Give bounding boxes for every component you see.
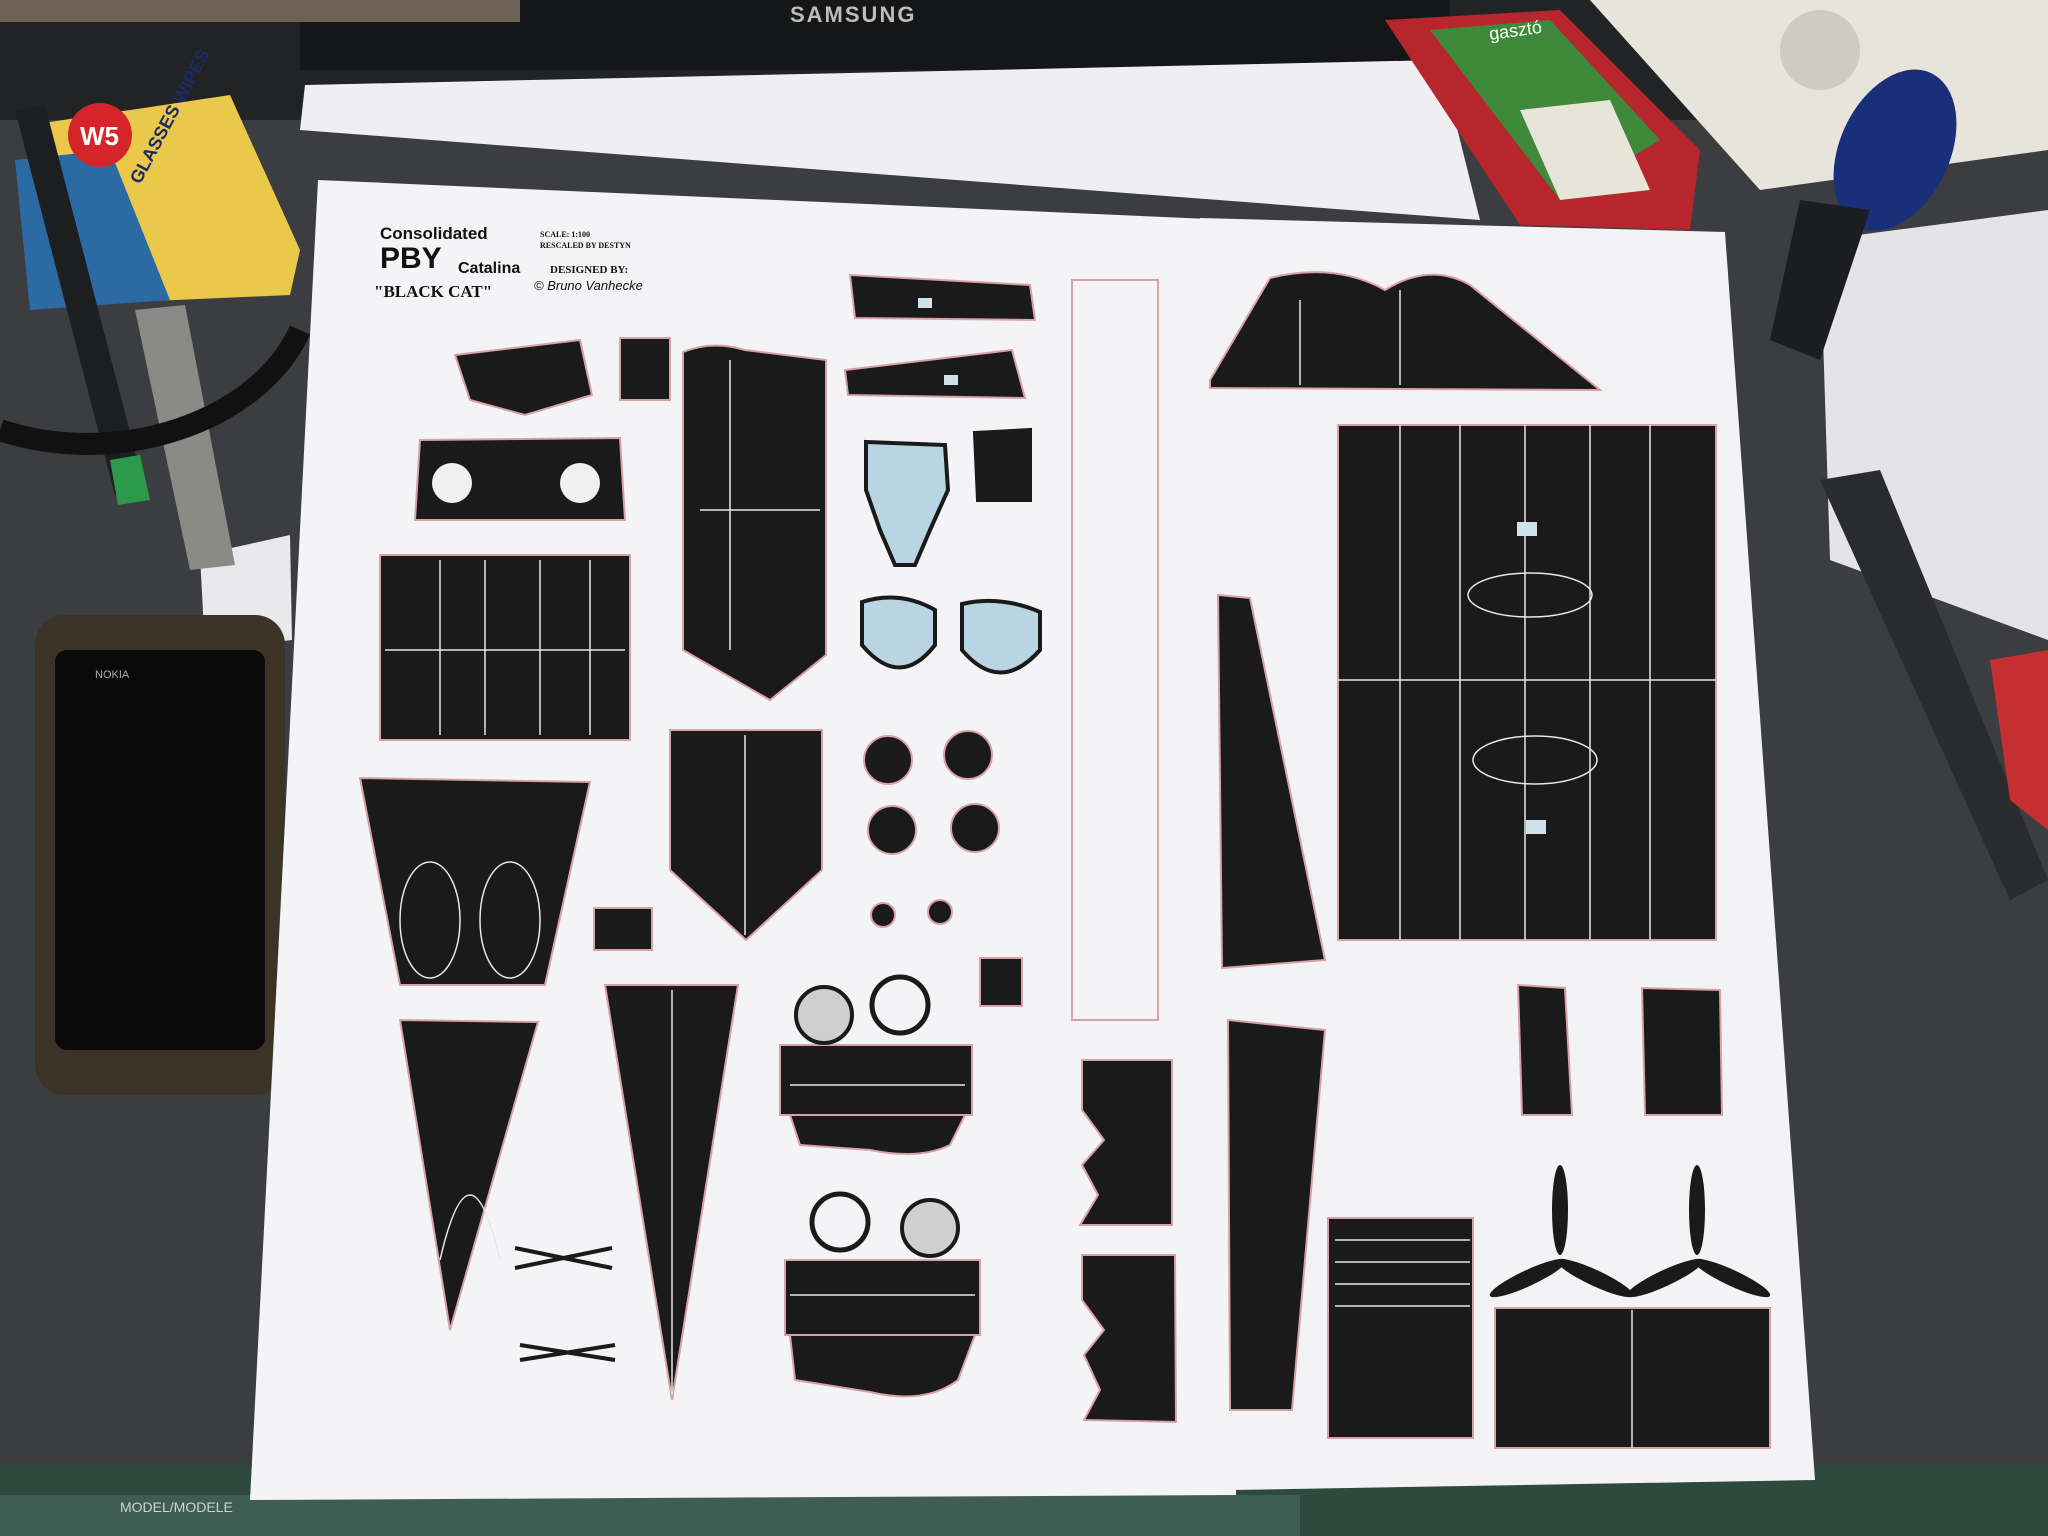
small-windows (918, 298, 1546, 834)
part-nacelle-1-cowl (788, 1114, 967, 1155)
prop-hub-1 (794, 985, 854, 1045)
part-turret-glass-2 (960, 598, 1042, 675)
ring-2 (809, 1191, 871, 1253)
red-object-right (1990, 650, 2048, 830)
wipes-logo: W5 (80, 121, 119, 151)
sheet-designer: © Bruno Vanhecke (534, 278, 643, 293)
prop-blade (1689, 1165, 1705, 1255)
part-wheel-1 (863, 735, 913, 785)
part-nacelle-1 (779, 1044, 973, 1116)
socket-hole (1780, 10, 1860, 90)
propellers (1489, 1165, 1771, 1298)
window (918, 298, 932, 308)
pen-green-cap (110, 455, 150, 505)
window (1517, 522, 1537, 536)
prop-blade (1552, 1165, 1568, 1255)
part-shield (669, 729, 823, 942)
phone-screen (55, 650, 265, 1050)
part-wheel-4 (950, 803, 1000, 853)
panel-ellipse (1472, 735, 1598, 785)
star-circle-2 (560, 463, 600, 503)
strut (519, 1343, 616, 1362)
part-nose-cap (453, 338, 594, 417)
mat-label: MODEL/MODELE (120, 1499, 233, 1515)
prop-blade (1489, 1258, 1567, 1298)
marker-pen (15, 105, 145, 495)
panel-curve (439, 1194, 501, 1261)
part-turret-glass-1 (860, 595, 937, 670)
part-small-tabs (593, 907, 653, 951)
monitor-brand: SAMSUNG (790, 2, 916, 27)
sheet-model-sub: Catalina (458, 260, 521, 277)
part-wing-center-top (1209, 271, 1603, 392)
part-prop-piece-2 (1640, 986, 1724, 1116)
panel-lines-right (1299, 290, 1716, 1448)
sheet-designed-by: DESIGNED BY: (550, 264, 629, 276)
part-wing-outer-2 (1226, 1018, 1327, 1411)
sheet-maker: Consolidated (380, 224, 488, 243)
black-cable (0, 325, 311, 455)
part-prop-piece-1 (1516, 983, 1574, 1116)
part-striped-block (1327, 1217, 1474, 1439)
part-fuselage-block (379, 554, 631, 741)
ring-1 (869, 974, 931, 1036)
panel-ellipse (1467, 572, 1593, 618)
part-wheel-3 (867, 805, 917, 855)
star-insignia (432, 463, 600, 503)
monitor-edge (0, 0, 520, 22)
part-tall-strip (1071, 279, 1159, 1021)
glass-parts (860, 427, 1042, 675)
prop-hub-2 (900, 1198, 960, 1258)
scissors (1820, 470, 2048, 900)
part-wing-outer-1 (1216, 593, 1327, 970)
panel-ellipse (399, 861, 461, 979)
part-small-glass (972, 427, 1032, 502)
strut (514, 1246, 613, 1270)
back-paper-strip (300, 60, 1480, 220)
part-canopy-top (848, 273, 1037, 322)
part-wing-panel (1337, 424, 1717, 941)
window (944, 375, 958, 385)
part-small-wheel-2 (927, 899, 953, 925)
star-circle-1 (432, 463, 472, 503)
strut-parts (514, 1246, 616, 1362)
prop-blade (1693, 1258, 1771, 1298)
prop-blade (1556, 1258, 1634, 1298)
part-wing-float (682, 344, 827, 702)
part-nacelle-2-cowl (788, 1334, 977, 1398)
part-wheel-2 (943, 730, 993, 780)
red-box-white-face (1520, 100, 1650, 200)
sheet-rescaled: RESCALED BY DESTYN (540, 241, 631, 250)
panel-lines-left (385, 360, 975, 1395)
part-small-strips (619, 337, 671, 401)
part-cockpit-glass (864, 439, 951, 567)
part-small-wheel-1 (870, 902, 896, 928)
panel-ellipse (479, 861, 541, 979)
part-nacelle-2 (784, 1259, 981, 1336)
phone-brand-text: NOKIA (95, 669, 130, 681)
part-small-box (979, 957, 1023, 1007)
mat-grid-band (0, 1495, 1300, 1536)
sheet-scale: SCALE: 1:100 (540, 230, 591, 239)
prop-blade (1626, 1258, 1704, 1298)
bottle-body (1770, 200, 1870, 360)
blue-bottle-cap (1833, 69, 1957, 231)
part-lower-hull (398, 1018, 540, 1331)
part-canopy-second (843, 348, 1027, 400)
part-zigzag-1 (1078, 1059, 1173, 1226)
wipes-logo-badge (68, 103, 132, 167)
window (1526, 820, 1546, 834)
sheet-nickname: "BLACK CAT" (374, 282, 493, 301)
part-hull-trapezoid (358, 776, 592, 986)
part-zigzag-2 (1081, 1254, 1178, 1424)
sheet-model-main: PBY (380, 242, 442, 275)
